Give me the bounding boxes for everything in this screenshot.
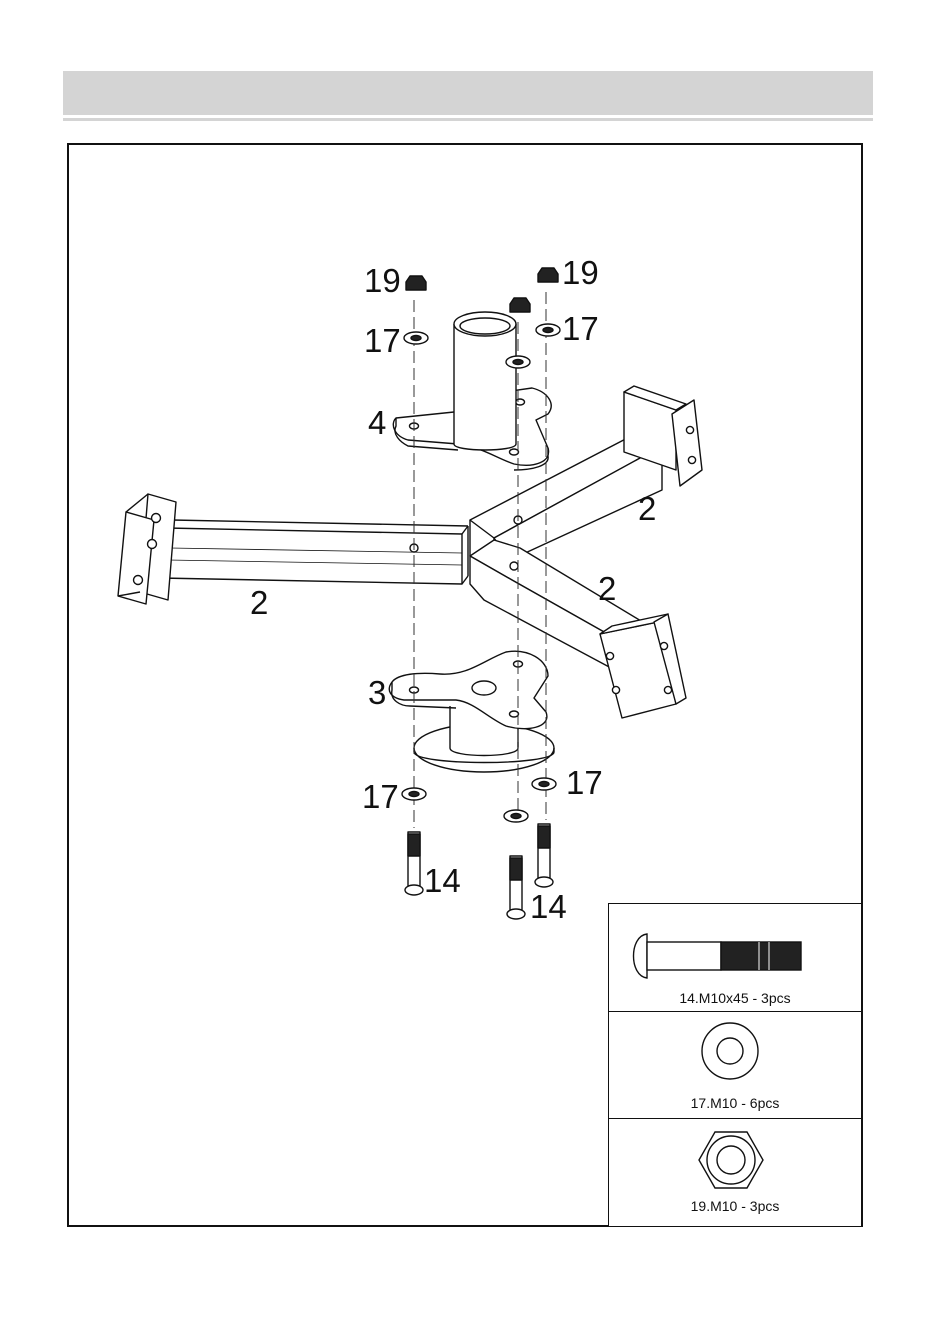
callout-17-top-left: 17: [364, 324, 401, 357]
callout-19-left: 19: [364, 264, 401, 297]
top-tube: [454, 312, 516, 450]
callout-2-left: 2: [250, 586, 268, 619]
callout-2-lower-right: 2: [598, 572, 616, 605]
washer-17-bottom-right: [532, 778, 556, 790]
callout-17-top-right: 17: [562, 312, 599, 345]
callout-17-bottom-right: 17: [566, 766, 603, 799]
left-arm-tube: [160, 520, 468, 584]
parts-legend: 14.M10x45 - 3pcs 17.M10 - 6pcs 19.M10 - …: [608, 903, 861, 1226]
callout-14-left: 14: [424, 864, 461, 897]
legend-item-bolt: 14.M10x45 - 3pcs: [609, 904, 861, 1012]
callout-2-upper-right: 2: [638, 492, 656, 525]
bolt-14-middle: [507, 856, 525, 919]
callout-4: 4: [368, 406, 386, 439]
washer-17-top-left: [404, 332, 428, 344]
bolt-14-left: [405, 832, 423, 895]
callout-14-right: 14: [530, 890, 567, 923]
nut-19-left: [406, 276, 426, 290]
washer-17-top-right: [536, 324, 560, 336]
nut-19-middle: [510, 298, 530, 312]
legend-item-washer: 17.M10 - 6pcs: [609, 1011, 861, 1119]
callout-17-bottom-left: 17: [362, 780, 399, 813]
lower-right-arm-bracket: [600, 614, 686, 718]
callout-3: 3: [368, 676, 386, 709]
washer-17-top-middle: [506, 356, 530, 368]
washer-17-bottom-middle: [504, 810, 528, 822]
callout-19-right: 19: [562, 256, 599, 289]
left-arm-bracket: [118, 494, 176, 604]
legend-caption-bolt: 14.M10x45 - 3pcs: [609, 990, 861, 1006]
washer-17-bottom-left: [402, 788, 426, 800]
legend-caption-nut: 19.M10 - 3pcs: [609, 1198, 861, 1214]
legend-item-nut: 19.M10 - 3pcs: [609, 1118, 861, 1225]
legend-caption-washer: 17.M10 - 6pcs: [609, 1095, 861, 1111]
nut-19-right: [538, 268, 558, 282]
bolt-14-right: [535, 824, 553, 887]
